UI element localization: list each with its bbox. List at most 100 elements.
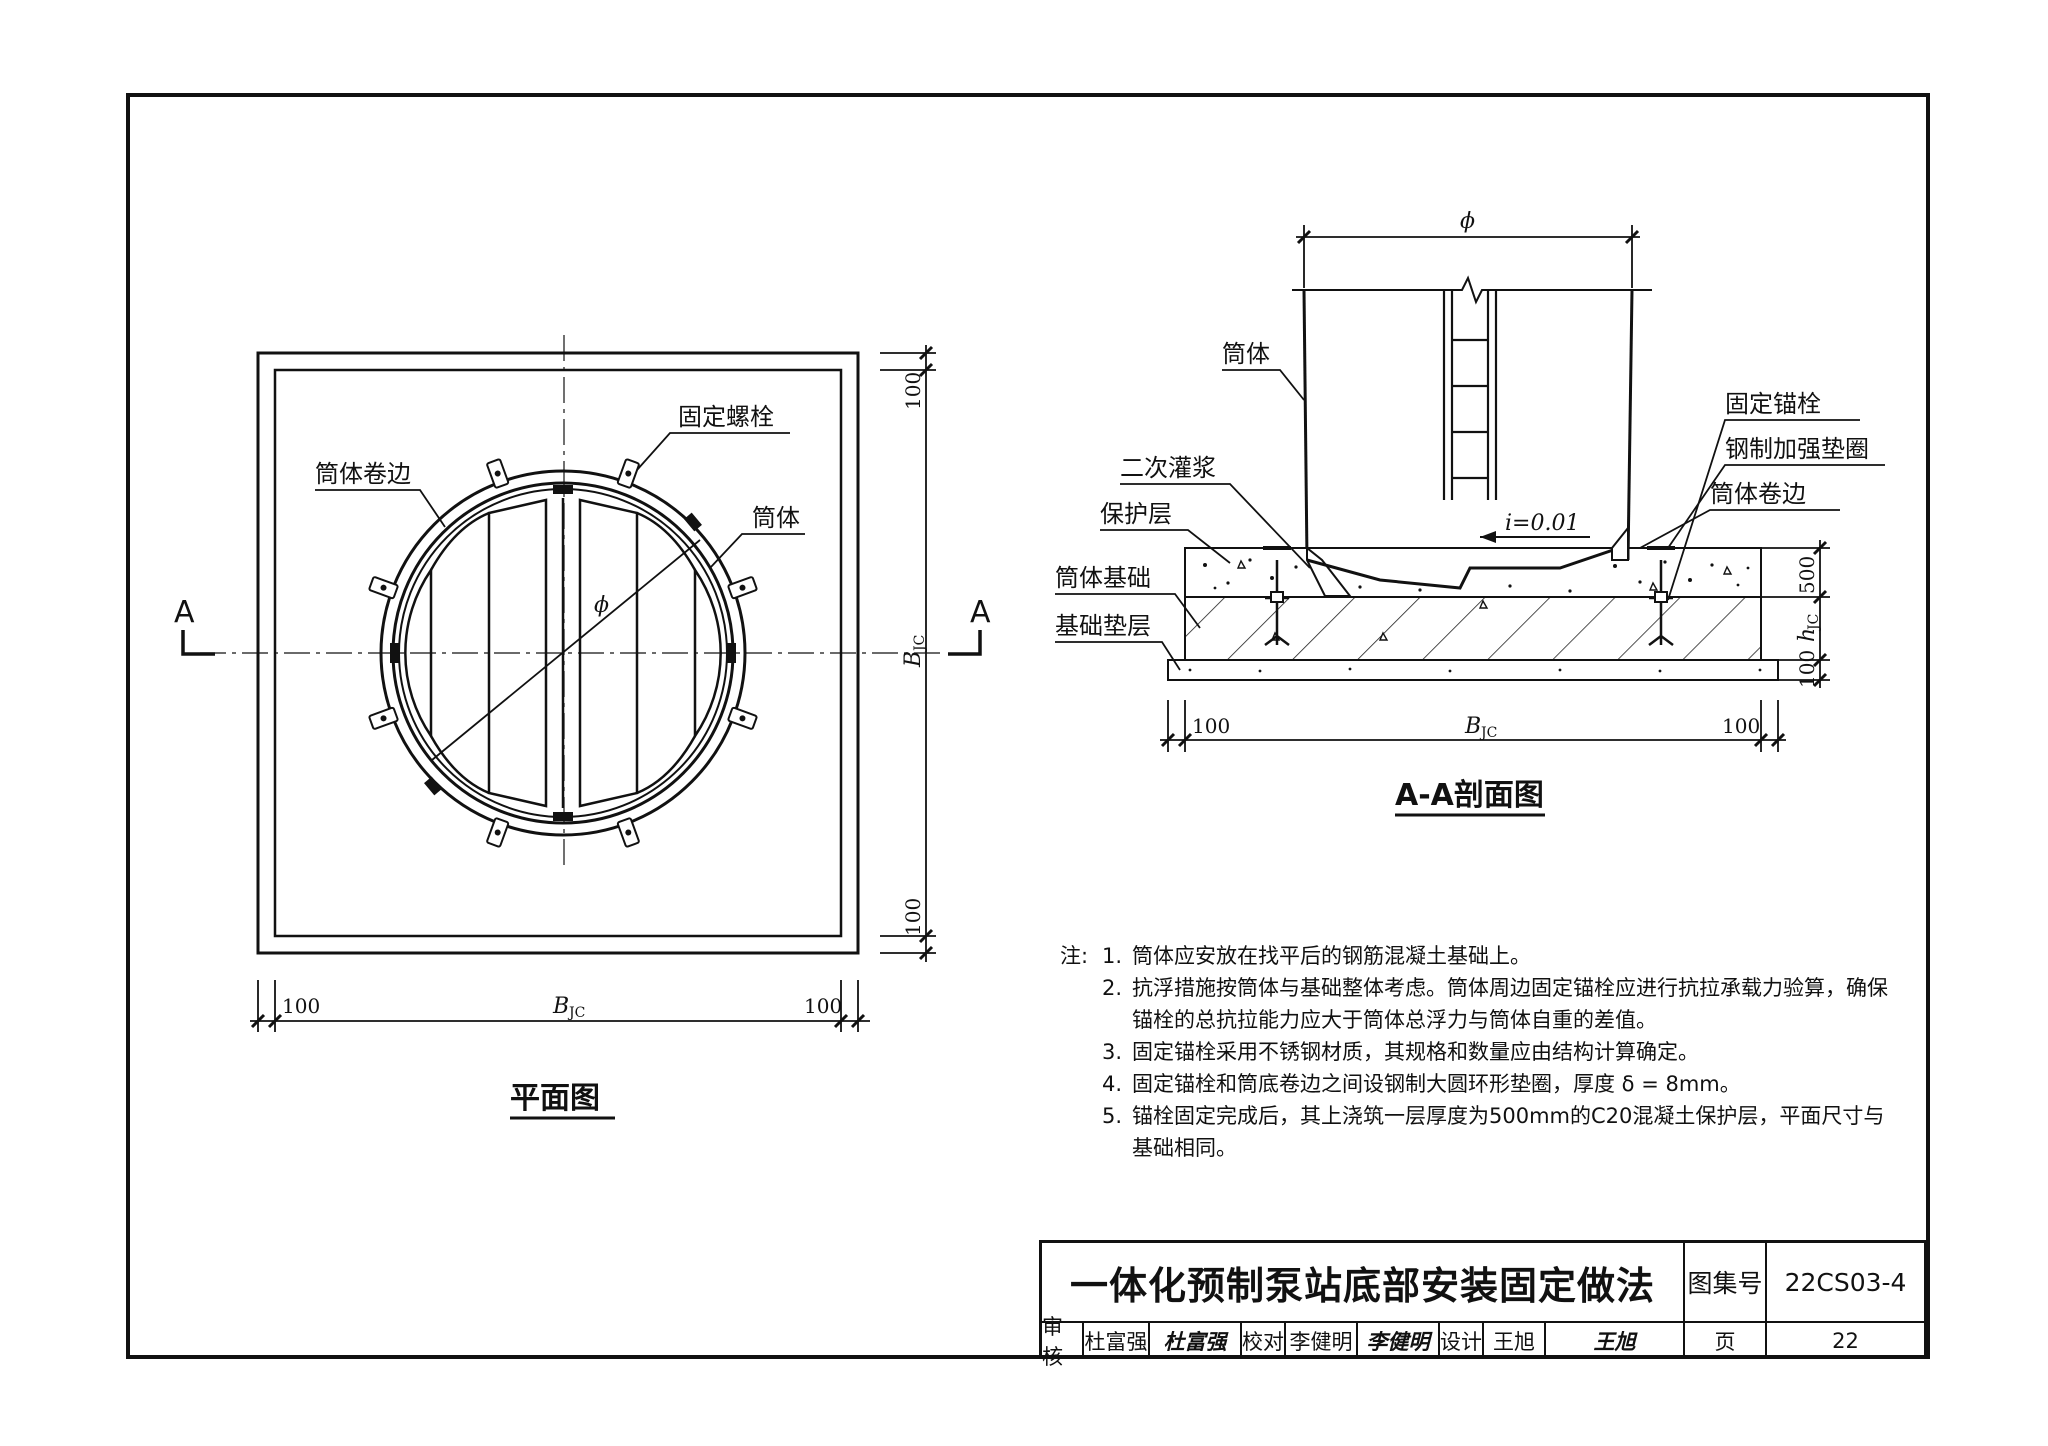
note-text: 固定锚栓采用不锈钢材质，其规格和数量应由结构计算确定。 <box>1132 1040 1699 1064</box>
section-mark-left-label: A <box>174 595 195 630</box>
note-number: 4. <box>1102 1072 1123 1096</box>
section-label-anchor: 固定锚栓 <box>1725 390 1821 418</box>
section-label-washer: 钢制加强垫圈 <box>1725 435 1869 463</box>
review-label: 审核 <box>1042 1315 1084 1369</box>
section-dim-foundation-h-sub: JC <box>1806 614 1822 632</box>
plan-dim-right <box>880 345 936 962</box>
note-text: 锚栓固定完成后，其上浇筑一层厚度为500mm的C20混凝土保护层，平面尺寸与基础… <box>1132 1104 1885 1160</box>
designer-signature: 王旭 <box>1546 1323 1685 1358</box>
leader-grout <box>1120 483 1311 569</box>
section-label-protective: 保护层 <box>1100 500 1172 528</box>
cover-panel-left <box>404 565 433 741</box>
panel-arc-bl <box>429 735 490 795</box>
drawing-title: 一体化预制泵站底部安装固定做法 <box>1042 1243 1685 1323</box>
section-title: A-A剖面图 <box>1395 778 1544 813</box>
leader-rolled-edge <box>315 489 446 528</box>
notes-lead: 注: <box>1060 944 1089 968</box>
note-text: 筒体应安放在找平后的钢筋混凝土基础上。 <box>1132 944 1531 968</box>
atlas-number: 22CS03-4 <box>1767 1243 1924 1323</box>
note-item: 注: 1. 筒体应安放在找平后的钢筋混凝土基础上。 <box>1060 940 1900 972</box>
note-text: 固定锚栓和筒底卷边之间设钢制大圆环形垫圈，厚度 δ = 8mm。 <box>1132 1072 1741 1096</box>
reviewer-name: 杜富强 <box>1084 1323 1150 1358</box>
notes-block: 注: 1. 筒体应安放在找平后的钢筋混凝土基础上。 2. 抗浮措施按筒体与基础整… <box>1060 940 1900 1164</box>
checker-name: 李健明 <box>1286 1323 1358 1358</box>
cylinder-wall-right <box>1626 289 1634 561</box>
sheet-border <box>126 93 1930 1359</box>
protective-layer <box>1184 547 1762 598</box>
section-dim-foundation-h: h <box>1795 628 1820 642</box>
plan-diameter-label: ϕ <box>594 593 609 618</box>
hinge-top <box>553 485 573 494</box>
atlas-label: 图集号 <box>1685 1243 1767 1323</box>
section-label-cushion: 基础垫层 <box>1055 612 1151 640</box>
label-cylinder: 筒体 <box>752 504 800 532</box>
reviewer-signature: 杜富强 <box>1150 1323 1242 1358</box>
cylinder-wall-left <box>1302 289 1309 561</box>
leader-section-cylinder <box>1222 369 1305 401</box>
checker-signature: 李健明 <box>1358 1323 1440 1358</box>
hinge-diag-top <box>684 512 702 532</box>
leader-foundation <box>1055 593 1201 629</box>
leader-washer <box>1667 464 1885 549</box>
leader-cushion <box>1055 641 1181 671</box>
section-dim-base-width-sub: JC <box>1479 725 1497 741</box>
note-number: 1. <box>1102 944 1123 968</box>
plan-dim-base-width-sub: JC <box>567 1005 585 1021</box>
section-label-grout: 二次灌浆 <box>1120 454 1216 482</box>
note-number: 3. <box>1102 1040 1123 1064</box>
panel-arc-tl <box>429 511 490 571</box>
section-dim-right <box>1761 540 1830 688</box>
note-number: 2. <box>1102 976 1123 1000</box>
note-item: 5. 锚栓固定完成后，其上浇筑一层厚度为500mm的C20混凝土保护层，平面尺寸… <box>1060 1100 1900 1164</box>
leader-section-rolled <box>1639 509 1840 549</box>
hinge-diag-bottom <box>424 776 442 796</box>
designer-name: 王旭 <box>1484 1323 1546 1358</box>
section-dim-margin-left: 100 <box>1192 714 1230 738</box>
plan-diameter-line <box>431 539 701 761</box>
section-label-rolled-edge: 筒体卷边 <box>1710 480 1806 508</box>
plan-dim-base-height-sub: JC <box>912 635 928 653</box>
cover-panel-center-left <box>487 498 548 808</box>
note-item: 4. 固定锚栓和筒底卷边之间设钢制大圆环形垫圈，厚度 δ = 8mm。 <box>1060 1068 1900 1100</box>
plan-dim-base-height: B <box>901 651 926 668</box>
anchor-bolt-left <box>1263 546 1291 646</box>
leader-protective <box>1100 529 1231 564</box>
panel-arc-tr <box>636 511 697 571</box>
section-dim-margin-right: 100 <box>1722 714 1760 738</box>
section-dim-bottom <box>1160 700 1786 752</box>
section-dim-cushion: 100 <box>1795 650 1819 688</box>
leader-cylinder <box>709 533 805 569</box>
label-fixing-bolt: 固定螺栓 <box>678 403 774 431</box>
cylinder-ladder <box>1442 290 1498 500</box>
hinge-right <box>727 643 736 663</box>
cylinder-foundation <box>1184 596 1762 661</box>
plan-dim-base-width: B <box>552 994 569 1019</box>
panel-arc-br <box>636 735 697 795</box>
note-item: 3. 固定锚栓采用不锈钢材质，其规格和数量应由结构计算确定。 <box>1060 1036 1900 1068</box>
slope-label: i=0.01 <box>1505 511 1579 536</box>
leader-anchor <box>1667 419 1860 601</box>
plan-view: ϕ 筒体卷边 固定螺栓 筒体 A A 100 100 B JC <box>174 335 991 1120</box>
section-diameter-label: ϕ <box>1460 209 1475 234</box>
design-label: 设计 <box>1440 1323 1484 1358</box>
slope-arrowhead <box>1480 531 1496 543</box>
page-label: 页 <box>1685 1323 1767 1358</box>
plan-cover-panels <box>404 498 722 808</box>
note-text: 抗浮措施按筒体与基础整体考虑。筒体周边固定锚栓应进行抗拉承载力验算，确保锚栓的总… <box>1132 976 1888 1032</box>
section-dim-protective: 500 <box>1795 556 1819 594</box>
concrete-aggregate <box>1188 558 1762 673</box>
plan-hinges <box>390 485 736 821</box>
note-item: 2. 抗浮措施按筒体与基础整体考虑。筒体周边固定锚栓应进行抗拉承载力验算，确保锚… <box>1060 972 1900 1036</box>
section-dim-diameter <box>1296 225 1640 288</box>
section-label-foundation: 筒体基础 <box>1055 564 1151 592</box>
plan-dim-margin-left: 100 <box>282 994 320 1018</box>
hinge-bottom <box>553 812 573 821</box>
cover-panel-right <box>693 565 722 741</box>
secondary-grout <box>1306 545 1353 597</box>
plan-dim-margin-top: 100 <box>901 372 925 410</box>
plan-dim-margin-right: 100 <box>804 994 842 1018</box>
plan-fixing-bolts <box>368 458 758 848</box>
check-label: 校对 <box>1242 1323 1286 1358</box>
